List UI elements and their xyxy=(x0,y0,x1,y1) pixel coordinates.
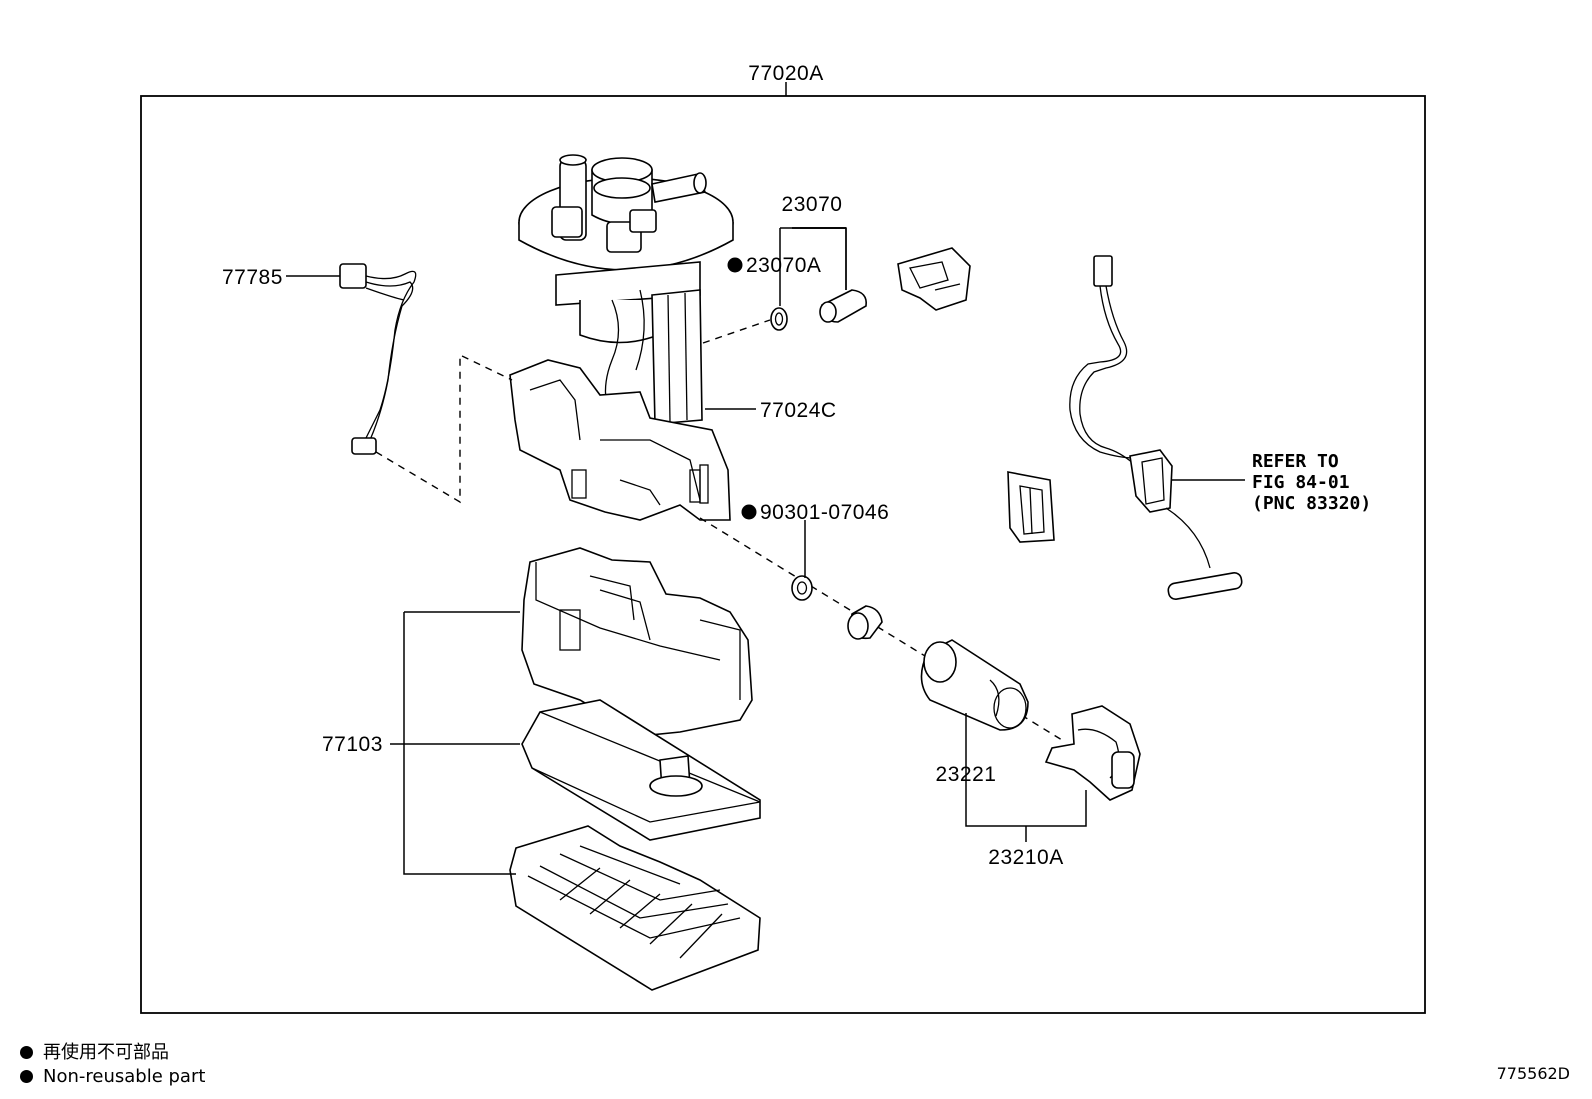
filter-case[interactable] xyxy=(521,547,753,737)
label-23210A[interactable]: 23210A xyxy=(988,846,1063,869)
non-reusable-marker-23070A xyxy=(727,257,743,273)
pressure-regulator-23070[interactable] xyxy=(819,289,868,323)
fuel-sender-gauge[interactable] xyxy=(1069,255,1243,600)
wire-harness-77785[interactable] xyxy=(339,263,417,455)
refer-line-1: REFER TO xyxy=(1252,451,1339,472)
bracket-clip[interactable] xyxy=(897,247,971,311)
legend-english-text: Non-reusable part xyxy=(43,1066,206,1087)
o-ring-90301-07046[interactable] xyxy=(791,575,813,601)
label-23070[interactable]: 23070 xyxy=(782,193,843,216)
refer-line-2: FIG 84-01 xyxy=(1252,472,1350,493)
label-90301-07046[interactable]: 90301-07046 xyxy=(760,501,889,524)
legend-bullet xyxy=(20,1070,33,1083)
label-77020A[interactable]: 77020A xyxy=(748,62,823,85)
label-77785[interactable]: 77785 xyxy=(222,266,283,289)
label-77103[interactable]: 77103 xyxy=(322,733,383,756)
label-23070A[interactable]: 23070A xyxy=(746,254,821,277)
legend-japanese-text: 再使用不可部品 xyxy=(43,1042,169,1063)
label-23221[interactable]: 23221 xyxy=(936,763,997,786)
filter-screen[interactable] xyxy=(509,825,761,991)
grommet[interactable] xyxy=(847,605,883,640)
refer-line-3: (PNC 83320) xyxy=(1252,493,1371,514)
label-77024C[interactable]: 77024C xyxy=(760,399,837,422)
non-reusable-marker-90301 xyxy=(741,504,757,520)
o-ring-23070A[interactable] xyxy=(770,307,788,331)
assembly-frame xyxy=(140,95,1426,1014)
figure-id: 775562D xyxy=(1496,1064,1570,1083)
fuel-pump-23221[interactable] xyxy=(920,639,1029,731)
legend-english: Non-reusable part xyxy=(20,1066,205,1087)
legend-japanese: 再使用不可部品 xyxy=(20,1038,169,1064)
fuel-filter[interactable] xyxy=(521,699,761,841)
legend-bullet xyxy=(20,1046,33,1059)
sender-bracket[interactable] xyxy=(1007,471,1055,543)
pump-module-flange[interactable] xyxy=(518,154,734,271)
pump-module-body-77024C[interactable] xyxy=(509,261,731,521)
pump-bracket[interactable] xyxy=(1044,705,1141,801)
